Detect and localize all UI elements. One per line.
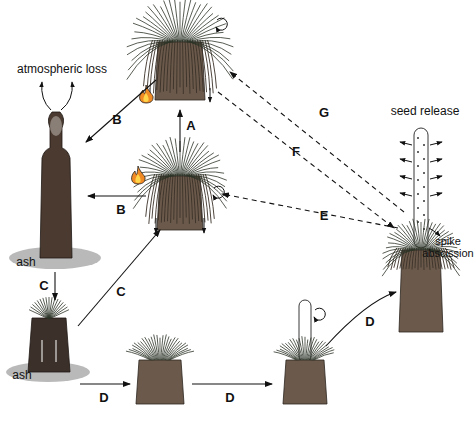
leaf-crown: [274, 336, 335, 360]
small-arrow: [156, 218, 157, 233]
trunk: [283, 360, 327, 404]
process-label: spike abscission: [422, 235, 474, 259]
seed-release-arrow: [400, 193, 412, 196]
cycle-arrow: [326, 292, 396, 346]
pathway-letter: F: [292, 145, 300, 159]
cycle-arrow: [179, 110, 180, 152]
grass-tree: [274, 336, 335, 404]
cycle-arrow: [192, 383, 272, 384]
pathway-letter: A: [186, 119, 195, 133]
growth-line: [56, 340, 57, 362]
fire-symbol: [132, 166, 146, 184]
pathway-letter: E: [320, 209, 329, 223]
cycle-arrow: [54, 272, 55, 300]
rotation-arrow: [314, 308, 325, 320]
leaf-crown: [127, 0, 234, 80]
leaf-crown: [126, 334, 194, 360]
seeds: [417, 137, 425, 230]
ash-label: ash: [16, 256, 35, 269]
process-label: atmospheric loss: [17, 63, 107, 76]
pathway-letter: C: [116, 285, 125, 299]
burnt-trunk: [40, 112, 72, 258]
pathway-letter: G: [319, 106, 329, 120]
cycle-arrow: [88, 195, 146, 196]
cycle-arrow: [230, 72, 404, 212]
process-label: seed release: [391, 105, 460, 118]
pathway-letter: B: [112, 113, 121, 127]
seed-release-arrow: [430, 142, 442, 145]
pathway-letter: D: [225, 391, 234, 405]
new-leaves: [29, 297, 69, 319]
pathway-letter: D: [99, 391, 108, 405]
trunk: [136, 360, 184, 404]
grass-tree: [127, 0, 234, 100]
seed-release-arrow: [430, 176, 442, 179]
seed-release-arrow: [400, 142, 412, 145]
pathway-letter: B: [116, 203, 125, 217]
charred-apex: [50, 116, 62, 136]
smoke-arrow: [42, 82, 51, 110]
plants: [6, 0, 460, 404]
pathway-letter: C: [39, 279, 48, 293]
fire-symbol: [140, 85, 154, 103]
seed-release-arrow: [400, 159, 412, 162]
seed-release-arrow: [430, 193, 442, 196]
small-arrow: [210, 88, 211, 102]
cycle-arrow: [222, 194, 398, 228]
small-arrow: [204, 218, 205, 233]
growth-line: [42, 340, 43, 362]
grass-tree: [126, 334, 194, 404]
cycle-arrow: [80, 383, 130, 384]
cycle-arrows: [55, 72, 404, 384]
abscission-arrow: [429, 228, 440, 236]
seed-release-arrow: [400, 176, 412, 179]
ash-label: ash: [12, 369, 31, 382]
cycle-arrow: [218, 92, 394, 228]
dead-leaf-skirt: [144, 40, 217, 94]
burnt-trunk: [28, 318, 70, 372]
rotation-arrow: [213, 186, 224, 198]
cycle-arrow: [78, 230, 160, 326]
pathway-letter: D: [365, 315, 374, 329]
seed-release-arrow: [430, 159, 442, 162]
smoke-arrow: [61, 82, 72, 110]
rotation-arrow: [216, 18, 227, 30]
cycle-arrow: [86, 80, 156, 142]
